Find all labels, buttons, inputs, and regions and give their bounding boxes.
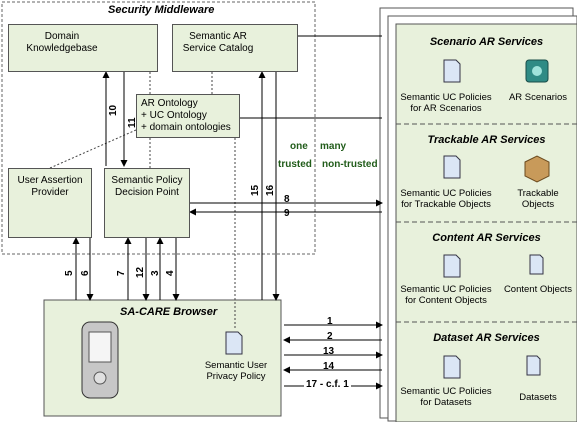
trust-one: one <box>290 141 308 152</box>
ontology-line-3: + domain ontologies <box>141 122 231 133</box>
ontology-box: AR Ontology + UC Ontology + domain ontol… <box>136 94 240 138</box>
service-catalog-box: Semantic AR Service Catalog <box>172 24 298 72</box>
service-left-scenario: Semantic UC Policies for AR Scenarios <box>400 92 492 114</box>
trust-many: many <box>320 141 347 152</box>
security-middleware-title: Security Middleware <box>108 4 215 16</box>
ontology-line-1: AR Ontology <box>141 98 198 109</box>
user-assertion-box: User Assertion Provider <box>8 168 92 238</box>
flow-7: 7 <box>116 270 127 276</box>
service-left-content: Semantic UC Policies for Content Objects <box>400 284 492 306</box>
flow-9: 9 <box>284 208 290 219</box>
service-right-content: Content Objects <box>503 284 573 295</box>
flow-17: 17 - c.f. 1 <box>304 379 351 390</box>
flow-8: 8 <box>284 194 290 205</box>
ontology-line-2: + UC Ontology <box>141 110 207 121</box>
scenario-icon <box>525 59 549 83</box>
flow-2: 2 <box>327 331 333 342</box>
service-catalog-label: Semantic AR Service Catalog <box>182 31 254 54</box>
trust-non-trusted: non-trusted <box>322 159 378 170</box>
flow-10: 10 <box>108 104 119 116</box>
service-title-trackable: Trackable AR Services <box>427 134 546 146</box>
policy-document-icon <box>225 59 544 379</box>
service-left-trackable: Semantic UC Policies for Trackable Objec… <box>400 188 492 210</box>
services-panel <box>395 23 577 422</box>
browser-title: SA-CARE Browser <box>120 306 218 318</box>
service-title-dataset: Dataset AR Services <box>433 332 540 344</box>
trackable-box-icon <box>524 155 550 183</box>
service-right-scenario: AR Scenarios <box>508 92 568 103</box>
policy-decision-box: Semantic Policy Decision Point <box>104 168 190 238</box>
service-right-trackable: Trackable Objects <box>517 188 559 210</box>
flow-4: 4 <box>165 270 176 276</box>
trust-trusted: trusted <box>278 159 312 170</box>
flow-12: 12 <box>135 266 146 278</box>
policy-decision-label: Semantic Policy Decision Point <box>111 175 183 198</box>
domain-knowledgebase-box: Domain Knowledgebase <box>8 24 158 72</box>
user-assertion-label: User Assertion Provider <box>17 175 83 198</box>
domain-knowledgebase-label: Domain Knowledgebase <box>26 31 98 54</box>
browser-policy-label: Semantic User Privacy Policy <box>204 360 268 382</box>
flow-5: 5 <box>64 270 75 276</box>
flow-3: 3 <box>150 270 161 276</box>
flow-13: 13 <box>323 346 335 357</box>
flow-1: 1 <box>327 316 333 327</box>
flow-6: 6 <box>80 270 91 276</box>
flow-14: 14 <box>323 361 335 372</box>
flow-11: 11 <box>127 117 138 128</box>
phone-icon <box>81 321 119 399</box>
flow-16: 16 <box>265 184 276 196</box>
service-title-scenario: Scenario AR Services <box>429 36 544 48</box>
service-left-dataset: Semantic UC Policies for Datasets <box>400 386 492 408</box>
service-title-content: Content AR Services <box>432 232 541 244</box>
service-right-dataset: Datasets <box>519 392 557 403</box>
flow-15: 15 <box>250 184 261 196</box>
